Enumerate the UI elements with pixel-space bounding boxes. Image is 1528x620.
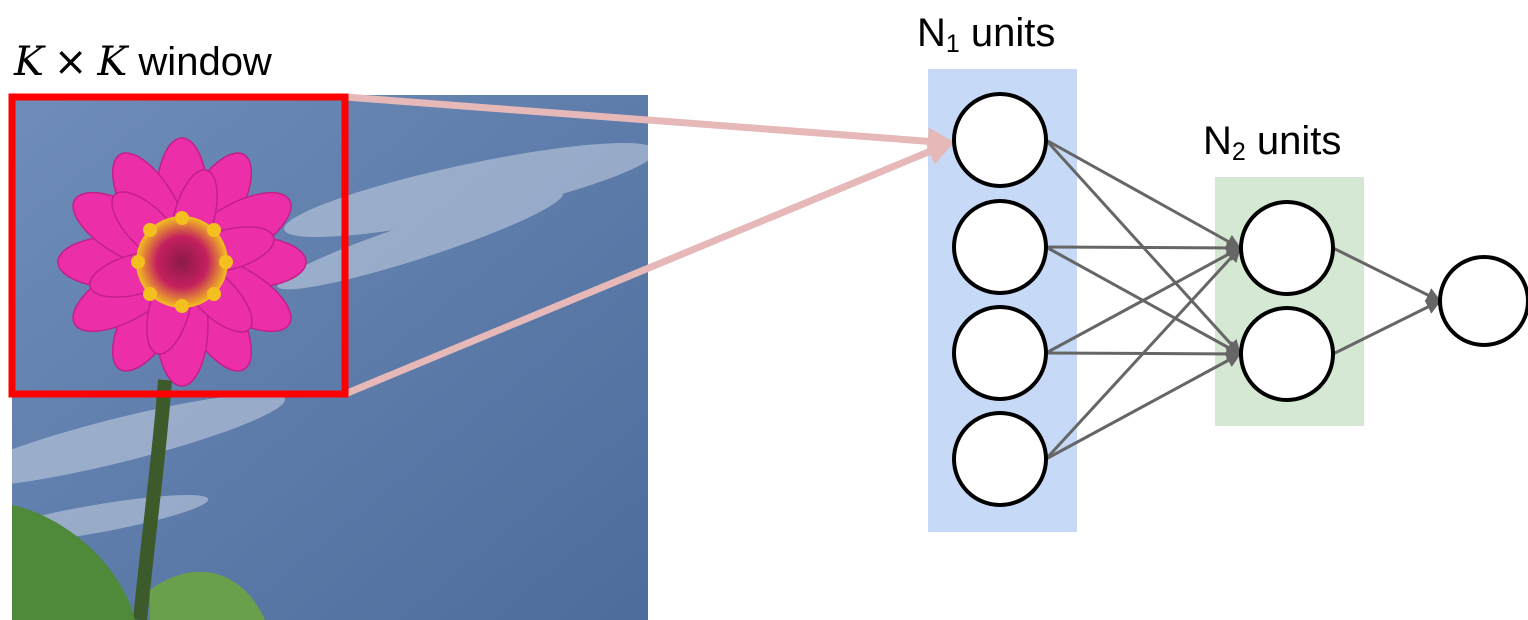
layer1-label-word: units: [970, 11, 1056, 55]
connection-l2-2-to-out: [1332, 299, 1442, 356]
connection-l1-4-to-l2-1: [1044, 246, 1242, 461]
leaf-left: [12, 505, 135, 620]
leaf-right: [150, 571, 265, 620]
clouds: [12, 143, 648, 545]
layer1-node-1: [952, 92, 1048, 188]
connection-l1-2-to-l2-1: [1045, 240, 1242, 256]
connection-l2-1-to-out: [1332, 246, 1442, 303]
flower-photo: [12, 95, 648, 620]
layer1-label-n: N: [917, 11, 946, 55]
flower-center: [136, 216, 228, 308]
layer2-label-word: units: [1256, 119, 1342, 163]
projection-arrow-top: [344, 93, 956, 156]
flower-stamens: [131, 211, 233, 313]
layer2-label-n: N: [1203, 119, 1232, 163]
window-label: K×K window: [14, 42, 272, 82]
layer1-label-sub: 1: [945, 30, 960, 58]
projection-arrows: [343, 93, 956, 398]
layer1-node-4: [952, 411, 1048, 507]
connection-l1-3-to-l2-1: [1045, 246, 1242, 355]
layer1-label: N1 units: [917, 13, 1055, 57]
layer1-nodes: [952, 92, 1048, 507]
layer2-label-sub: 2: [1231, 138, 1246, 166]
flower-stem: [133, 379, 172, 620]
window-box: [8, 93, 349, 398]
connections: [1044, 138, 1442, 461]
layer1-node-2: [952, 199, 1048, 295]
layer2-node-1: [1239, 200, 1335, 296]
output-node: [1438, 255, 1528, 347]
window-label-word: window: [138, 40, 272, 84]
layer2-nodes: [1239, 200, 1335, 402]
window-label-k2: K: [97, 39, 128, 85]
window-label-k: K: [14, 39, 44, 85]
connection-l1-1-to-l2-1: [1045, 138, 1242, 250]
window-label-times: ×: [53, 39, 88, 85]
layer2-node-2: [1239, 306, 1335, 402]
projection-arrow-bottom: [343, 138, 956, 398]
layer1-node-3: [952, 305, 1048, 401]
connection-l1-4-to-l2-2: [1045, 352, 1242, 461]
layer2-label: N2 units: [1203, 121, 1341, 165]
